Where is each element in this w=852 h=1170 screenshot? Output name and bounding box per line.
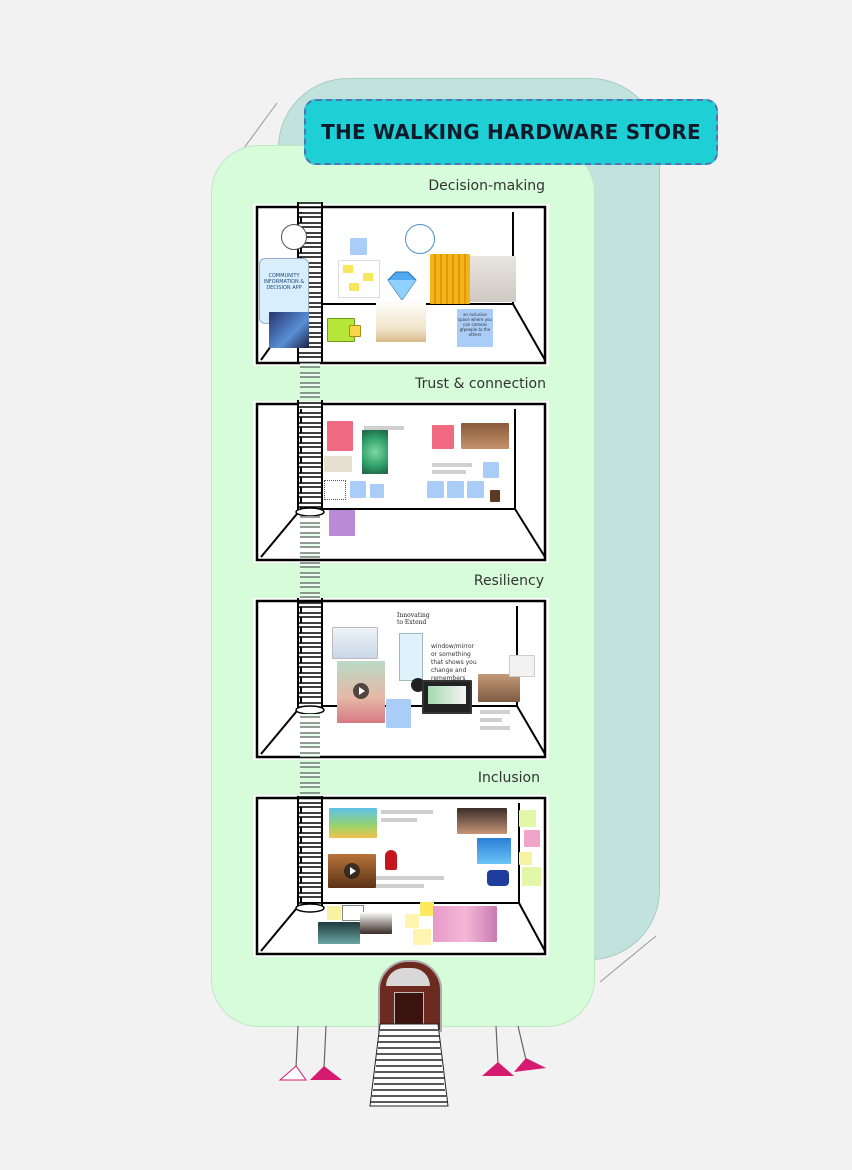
screenshot-image bbox=[332, 627, 378, 659]
entrance-stairs bbox=[369, 1023, 449, 1107]
collage-image bbox=[433, 906, 497, 942]
floor-label-decision: Decision-making bbox=[428, 178, 545, 194]
building-bottom-edge bbox=[599, 935, 657, 983]
character-figure bbox=[385, 850, 397, 870]
people-photo bbox=[457, 808, 507, 834]
text-placeholder bbox=[480, 718, 502, 722]
sticky-note-text: an inclusive space where you can comeas … bbox=[458, 312, 492, 337]
floor-label-trust: Trust & connection bbox=[415, 376, 546, 392]
sticky-note-blue bbox=[350, 238, 367, 255]
sticky-note-purple bbox=[329, 510, 355, 536]
video-thumbnail bbox=[337, 661, 385, 723]
left-legs bbox=[278, 1025, 342, 1081]
people-photo bbox=[478, 674, 520, 702]
pool-photo bbox=[477, 838, 511, 864]
floor-label-resiliency: Resiliency bbox=[473, 573, 544, 589]
flow-diagram-image bbox=[338, 260, 380, 298]
handwritten-note: window/mirror or something that shows yo… bbox=[431, 643, 477, 682]
landscape-photo bbox=[318, 922, 360, 944]
phone-hand-photo bbox=[269, 312, 309, 348]
sticky-note-blue bbox=[427, 481, 444, 498]
sticky-note-blue bbox=[483, 462, 499, 478]
play-icon[interactable] bbox=[344, 863, 360, 879]
video-thumbnail bbox=[328, 854, 376, 888]
sticky-note-yellow bbox=[405, 914, 419, 928]
page-title: THE WALKING HARDWARE STORE bbox=[321, 120, 701, 144]
tablet-image bbox=[422, 680, 472, 714]
community-app-label: COMMUNITY INFORMATION & DECISION APP bbox=[263, 273, 305, 291]
text-placeholder bbox=[480, 726, 510, 730]
dots-image bbox=[324, 480, 346, 500]
text-placeholder bbox=[480, 710, 510, 714]
sticky-note-yellow bbox=[519, 852, 532, 865]
sticky-note-blue bbox=[447, 481, 464, 498]
display-pedestal-image bbox=[376, 300, 426, 342]
bulletin-board-image bbox=[461, 423, 509, 449]
entrance-door[interactable] bbox=[378, 960, 442, 1032]
sticky-note-yellow bbox=[327, 906, 341, 920]
sticky-note-pink bbox=[524, 830, 540, 847]
text-placeholder bbox=[381, 818, 417, 822]
sticky-note-inclusive-space: an inclusive space where you can comeas … bbox=[457, 309, 493, 347]
sticky-note-yellow bbox=[413, 929, 431, 945]
decision-circle-icon bbox=[281, 224, 307, 250]
floor-label-inclusion: Inclusion bbox=[477, 770, 540, 786]
tablet-screen bbox=[428, 686, 466, 704]
toy-image bbox=[487, 870, 509, 886]
right-legs bbox=[482, 1025, 546, 1076]
small-photo bbox=[490, 490, 500, 502]
sticky-note-pink bbox=[432, 425, 454, 449]
sticky-note-green bbox=[519, 810, 536, 827]
sketch-image bbox=[324, 456, 352, 472]
mirror-icon bbox=[411, 678, 425, 692]
text-placeholder bbox=[376, 884, 424, 888]
flow-node bbox=[363, 273, 373, 281]
sticky-note-yellow-small bbox=[349, 325, 361, 337]
gallery-photo bbox=[470, 256, 516, 302]
innovating-logo: Innovating to Extend bbox=[397, 612, 430, 626]
flow-node bbox=[343, 265, 353, 273]
text-placeholder bbox=[432, 463, 472, 467]
portrait-photo bbox=[360, 912, 392, 934]
window-mirror-image bbox=[399, 633, 423, 681]
play-icon[interactable] bbox=[353, 683, 369, 699]
sticky-note-blue bbox=[370, 484, 384, 498]
green-art-image bbox=[362, 430, 388, 474]
title-banner: THE WALKING HARDWARE STORE bbox=[304, 99, 718, 165]
orange-poster-image bbox=[430, 254, 470, 304]
door-panel bbox=[394, 992, 424, 1028]
sticky-note-green bbox=[522, 867, 541, 886]
sticky-note-blue bbox=[467, 481, 484, 498]
sticky-note-yellow bbox=[420, 902, 434, 916]
network-circle-icon bbox=[405, 224, 435, 254]
sticky-note-blue bbox=[350, 481, 366, 498]
text-placeholder bbox=[376, 876, 444, 880]
sticky-note-blue bbox=[386, 699, 411, 728]
diamond-icon bbox=[384, 270, 420, 302]
text-placeholder bbox=[381, 810, 433, 814]
flow-node bbox=[349, 283, 359, 291]
text-placeholder bbox=[432, 470, 466, 474]
cartoon-image bbox=[329, 808, 377, 838]
door-arch-window bbox=[386, 968, 430, 986]
text-placeholder bbox=[364, 426, 404, 430]
device-image bbox=[509, 655, 535, 677]
sticky-note-pink bbox=[327, 421, 353, 451]
